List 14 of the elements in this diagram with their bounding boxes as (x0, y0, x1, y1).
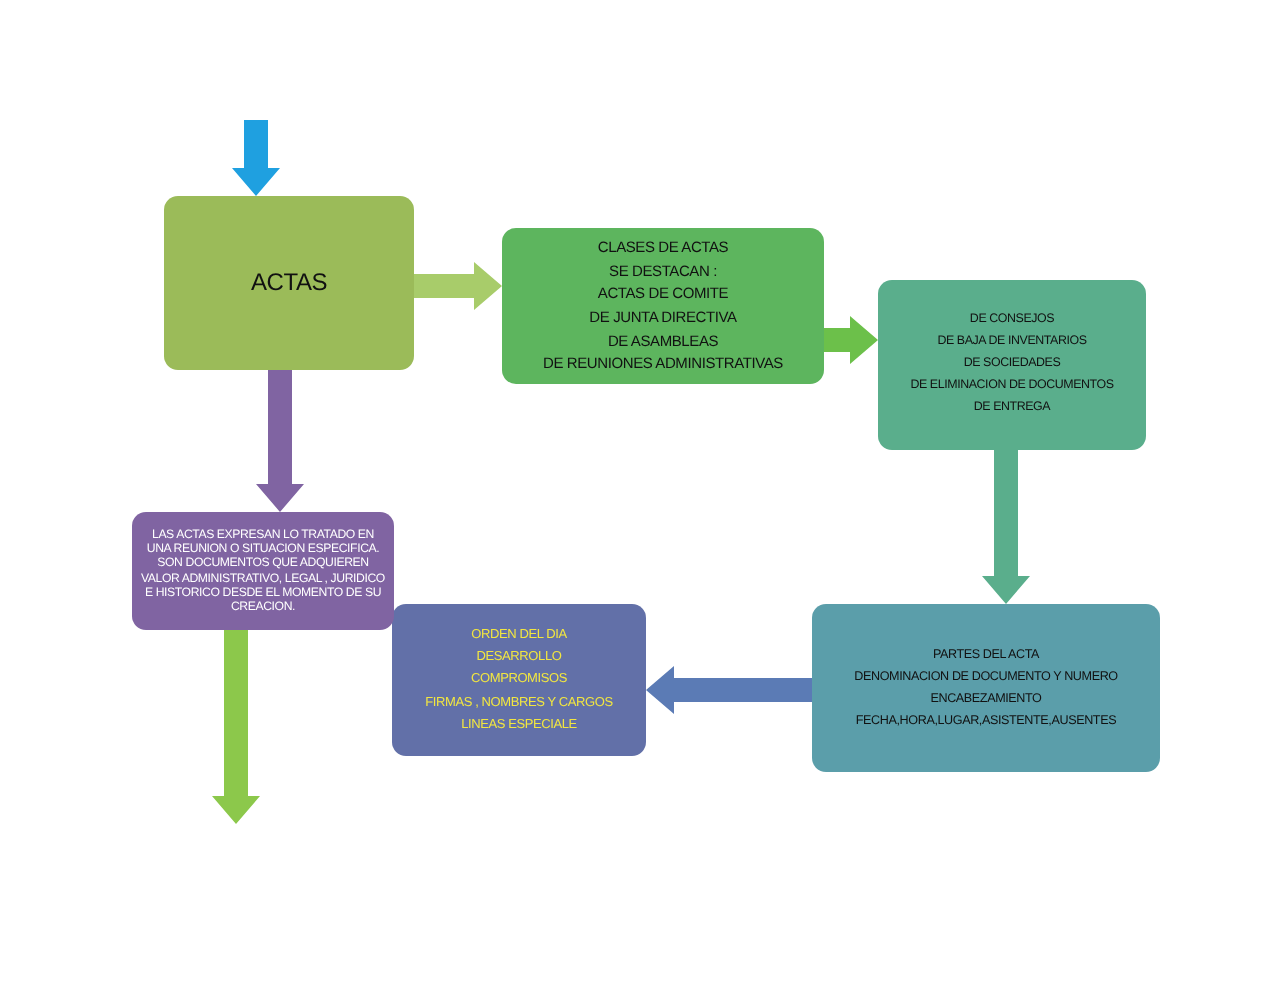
block-arrow (982, 450, 1030, 604)
text-line: ACTAS (250, 268, 328, 298)
text-box (502, 228, 824, 384)
text-box (392, 604, 646, 756)
block-arrow (824, 316, 878, 364)
text-box (164, 196, 414, 370)
block-arrow (232, 120, 280, 196)
block-arrow (256, 370, 304, 512)
text-box (812, 604, 1160, 772)
text-box (878, 280, 1146, 450)
block-arrow (212, 630, 260, 824)
block-arrow (414, 262, 502, 310)
block-arrow (646, 666, 812, 714)
text-box (132, 512, 394, 630)
